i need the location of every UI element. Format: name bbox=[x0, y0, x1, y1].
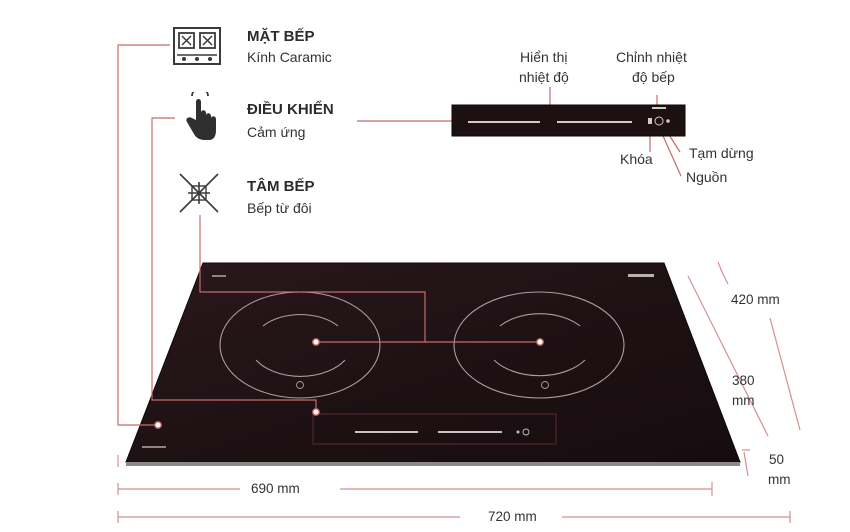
dimension-cutout-width: 690 mm bbox=[251, 481, 300, 496]
feature-subtitle-surface: Kính Caramic bbox=[247, 49, 332, 65]
callout-pause: Tạm dừng bbox=[689, 145, 754, 161]
callout-lock: Khóa bbox=[620, 151, 653, 167]
cooktop-glass bbox=[125, 262, 741, 466]
heating-zone-icon bbox=[179, 173, 219, 213]
dimension-lines bbox=[117, 261, 801, 523]
feature-title-control: ĐIỀU KHIỂN bbox=[247, 101, 334, 118]
cooktop-icon bbox=[173, 27, 221, 65]
control-panel-closeup bbox=[451, 104, 686, 137]
callout-adjust-line1: Chỉnh nhiệt bbox=[616, 49, 687, 65]
dimension-thickness-unit: mm bbox=[768, 472, 791, 487]
callout-adjust-line2: độ bếp bbox=[632, 69, 675, 85]
callout-power: Nguồn bbox=[686, 169, 728, 185]
dimension-cutout-depth-value: 380 bbox=[732, 373, 755, 388]
dimension-depth: 420 mm bbox=[731, 292, 780, 307]
leader-dots bbox=[154, 338, 544, 429]
dimension-thickness-value: 50 bbox=[769, 452, 785, 467]
feature-subtitle-zone: Bếp từ đôi bbox=[247, 200, 312, 216]
callout-display-line2: nhiệt độ bbox=[519, 69, 569, 85]
feature-title-zone: TÂM BẾP bbox=[247, 178, 315, 195]
callout-display-line1: Hiển thị bbox=[520, 49, 568, 65]
right-heating-zone bbox=[453, 291, 625, 399]
dimension-cutout-depth-unit: mm bbox=[732, 393, 755, 408]
feature-title-surface: MẶT BẾP bbox=[247, 28, 315, 45]
feature-subtitle-control: Cảm ứng bbox=[247, 124, 306, 140]
touch-hand-icon bbox=[186, 92, 216, 140]
cooktop-control-strip bbox=[312, 413, 557, 445]
dimension-width: 720 mm bbox=[488, 509, 537, 524]
